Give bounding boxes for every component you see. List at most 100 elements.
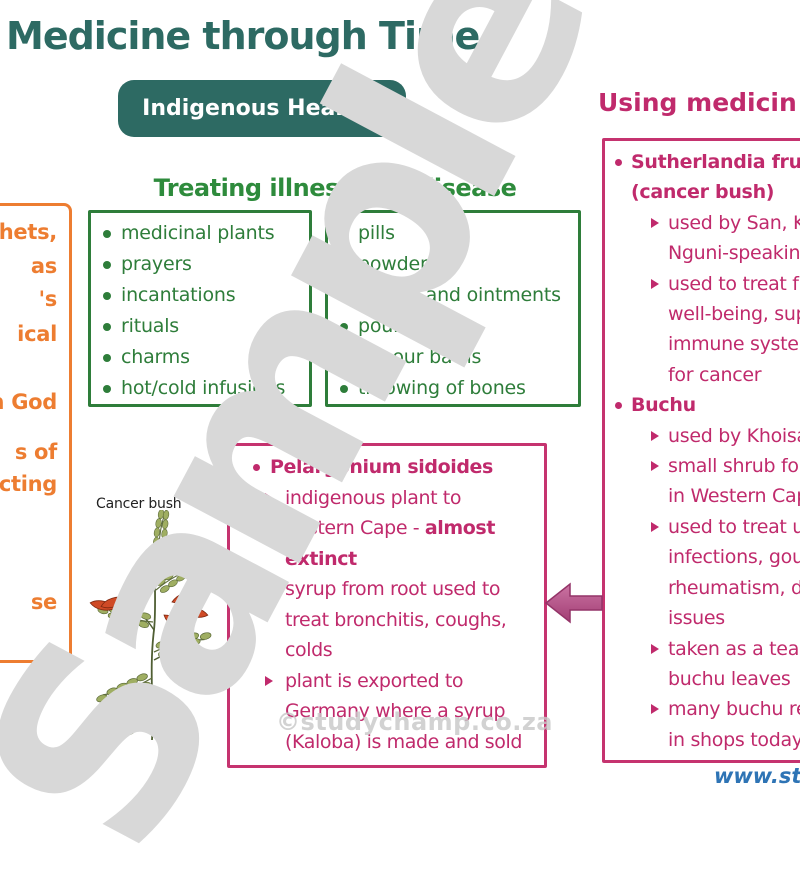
list-item: vapour baths bbox=[334, 342, 578, 373]
medicinal-plants-box: Sutherlandia fru (cancer bush) used by San… bbox=[602, 138, 800, 763]
list-item-label: incantations bbox=[121, 284, 236, 306]
text-segment: (cancer bush) bbox=[631, 181, 775, 204]
text-segment: used by San, K bbox=[668, 211, 800, 234]
text-fragment: se bbox=[30, 590, 57, 614]
text-line: well-being, sup bbox=[605, 299, 800, 329]
text-line: treat bronchitis, coughs, bbox=[230, 605, 544, 636]
bullet-icon bbox=[103, 354, 111, 362]
left-arrow-icon bbox=[544, 582, 603, 624]
list-item-label: vapour baths bbox=[358, 346, 482, 368]
text-segment: Eastern Cape - bbox=[285, 517, 425, 539]
text-segment: almost bbox=[424, 517, 496, 539]
list-item: lotions and ointments bbox=[334, 280, 578, 311]
text-line: issues bbox=[605, 603, 800, 633]
text-line: used to treat ur bbox=[605, 512, 800, 542]
bullet-icon bbox=[103, 323, 111, 331]
text-line: plant is exported to bbox=[230, 666, 544, 697]
bullet-icon bbox=[103, 292, 111, 300]
pelargonium-box: Pelargonium sidoides indigenous plant to E… bbox=[227, 443, 547, 768]
text-segment: in Western Cap bbox=[668, 485, 800, 508]
text-segment: buchu leaves bbox=[668, 667, 791, 690]
list-item: medicinal plants bbox=[97, 218, 309, 249]
text-segment: syrup from root used to bbox=[285, 578, 501, 600]
text-segment: Germany where a syrup bbox=[285, 700, 506, 722]
text-fragment: ical bbox=[17, 322, 57, 346]
list-item: poultices bbox=[334, 311, 578, 342]
text-line: Buchu bbox=[605, 390, 800, 420]
text-segment: Sutherlandia fru bbox=[631, 151, 800, 173]
text-segment: small shrub fou bbox=[668, 455, 800, 478]
cancer-bush-illustration bbox=[88, 510, 214, 745]
text-fragment: n God bbox=[0, 390, 57, 414]
bullet-icon bbox=[340, 385, 348, 393]
text-line: Eastern Cape - almost bbox=[230, 513, 544, 544]
list-item: powders bbox=[334, 249, 578, 280]
text-segment: extinct bbox=[285, 547, 357, 570]
treatments-box-1: medicinal plants prayers incantations ritua… bbox=[88, 210, 312, 407]
list-item-label: prayers bbox=[121, 253, 192, 275]
text-segment: colds bbox=[285, 639, 333, 661]
text-line: in shops today bbox=[605, 725, 800, 755]
text-segment: infections, gout bbox=[668, 546, 800, 569]
copyright-watermark: ©studychamp.co.za bbox=[276, 708, 553, 736]
text-segment: well-being, sup bbox=[668, 303, 800, 326]
triangle-bullet-icon bbox=[651, 461, 659, 472]
bullet-icon bbox=[103, 385, 111, 393]
list-item-label: poultices bbox=[358, 315, 442, 337]
text-line: in Western Cap bbox=[605, 481, 800, 511]
list-item-label: lotions and ointments bbox=[358, 284, 561, 306]
text-line: immune system bbox=[605, 329, 800, 359]
text-segment: Buchu bbox=[631, 394, 696, 417]
text-segment: immune system bbox=[668, 333, 800, 356]
bullet-icon bbox=[103, 261, 111, 269]
dot-bullet-icon bbox=[615, 402, 622, 410]
triangle-bullet-icon bbox=[651, 643, 659, 654]
dot-bullet-icon bbox=[615, 159, 622, 166]
triangle-bullet-icon bbox=[265, 492, 273, 503]
list-item: rituals bbox=[97, 311, 309, 342]
triangle-bullet-icon bbox=[265, 675, 273, 686]
text-segment: for cancer bbox=[668, 363, 762, 386]
indigenous-healing-badge: Indigenous Healing bbox=[118, 80, 406, 137]
text-line: (cancer bush) bbox=[605, 177, 800, 207]
triangle-bullet-icon bbox=[265, 584, 273, 594]
text-fragment: as bbox=[30, 254, 57, 278]
list-item-label: medicinal plants bbox=[121, 222, 275, 244]
text-line: extinct bbox=[230, 544, 544, 575]
bullet-icon bbox=[340, 261, 348, 269]
text-line: taken as a tea m bbox=[605, 634, 800, 664]
text-line: Nguni-speaking bbox=[605, 238, 800, 268]
text-fragment: cting bbox=[0, 472, 57, 496]
triangle-bullet-icon bbox=[651, 704, 659, 715]
text-segment: treat bronchitis, coughs, bbox=[285, 608, 507, 631]
page-title: Medicine through Time bbox=[6, 14, 480, 58]
list-item: throwing of bones bbox=[334, 373, 578, 404]
text-line: (Kaloba) is made and sold bbox=[230, 727, 544, 758]
triangle-bullet-icon bbox=[651, 278, 659, 289]
text-segment: (Kaloba) is made and sold bbox=[285, 730, 523, 753]
list-item: hot/cold infusions bbox=[97, 373, 309, 404]
list-item-label: charms bbox=[121, 346, 190, 368]
text-line: Sutherlandia fru bbox=[605, 147, 800, 177]
text-segment: many buchu rem bbox=[668, 698, 800, 721]
text-segment: indigenous plant to bbox=[285, 486, 462, 509]
list-item-label: hot/cold infusions bbox=[121, 377, 286, 399]
text-line: rheumatism, dig bbox=[605, 573, 800, 603]
list-item: charms bbox=[97, 342, 309, 373]
bullet-icon bbox=[340, 292, 348, 300]
text-segment: Nguni-speaking bbox=[668, 242, 800, 265]
text-fragment: 's bbox=[38, 287, 58, 311]
text-segment: issues bbox=[668, 607, 725, 630]
text-line: used by San, K bbox=[605, 208, 800, 238]
text-line: syrup from root used to bbox=[230, 574, 544, 605]
text-segment: used to treat ur bbox=[668, 515, 800, 538]
text-line: small shrub fou bbox=[605, 451, 800, 481]
text-line: Pelargonium sidoides bbox=[230, 452, 544, 483]
text-line: many buchu rem bbox=[605, 694, 800, 724]
cancer-bush-label: Cancer bush bbox=[96, 496, 182, 512]
text-segment: used by Khoisa bbox=[668, 424, 800, 447]
text-segment: plant is exported to bbox=[285, 669, 464, 692]
triangle-bullet-icon bbox=[651, 521, 659, 532]
